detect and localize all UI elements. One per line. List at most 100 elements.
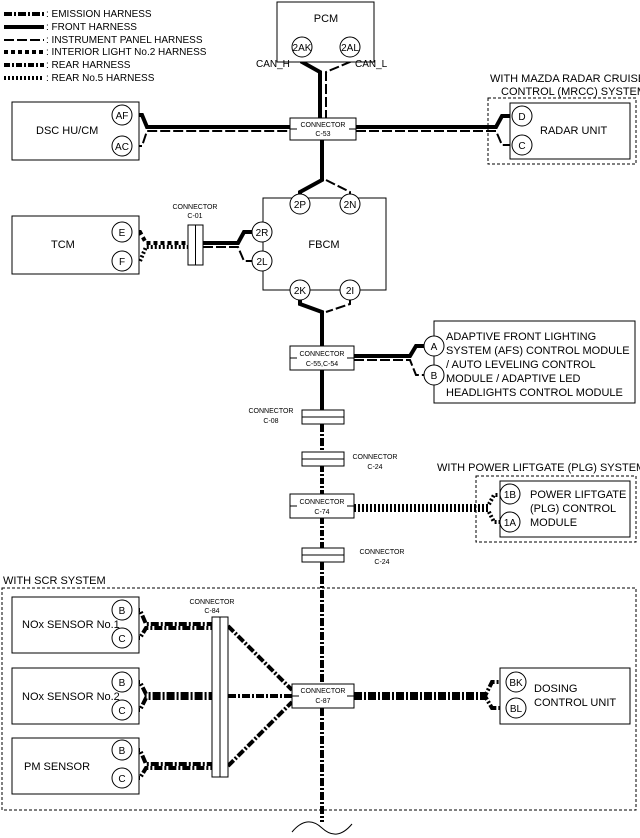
dsc-module: DSC HU/CM AF AC — [11, 101, 290, 161]
scr-group-frame — [1, 587, 637, 811]
wire-dcu-h — [354, 680, 500, 696]
wire-nox1-h — [132, 608, 212, 626]
wire-c01-fbcm-h — [203, 230, 252, 245]
legend: : EMISSION HARNESS : FRONT HARNESS : INS… — [4, 9, 207, 84]
tcm-pin-l-label: F — [119, 257, 125, 268]
wire-radar-l — [356, 130, 510, 146]
connector-c01-word: CONNECTOR — [173, 204, 218, 211]
wire-fbcm-c55-h — [298, 296, 324, 346]
wire-pm-l — [132, 766, 212, 780]
nox2-pin-h — [111, 671, 133, 693]
fbcm-module: FBCM 2P 2N 2R 2L 2K 2I — [251, 193, 387, 301]
pcm-pin-l — [339, 36, 361, 58]
pm-pin-h — [111, 739, 133, 761]
wire-plg-l — [354, 508, 500, 524]
connector-c74-id: C-74 — [314, 509, 329, 516]
dsc-label: DSC HU/CM — [36, 125, 98, 137]
plg-pin-l — [499, 511, 521, 533]
wire-nox1-l — [132, 626, 212, 640]
wire-nox2-h — [132, 680, 212, 696]
wire-afs-h — [354, 344, 424, 358]
connector-c24b-word: CONNECTOR — [360, 549, 405, 556]
pcm-module: PCM 2AK 2AL CAN_H CAN_L — [256, 1, 388, 70]
nox1-pin-l — [111, 627, 133, 649]
connector-c08-word: CONNECTOR — [249, 408, 294, 415]
nox2-pin-l — [111, 699, 133, 721]
fbcm-pin-bot-h-label: 2K — [294, 286, 307, 297]
connector-c24a: CONNECTOR C-24 — [301, 451, 398, 471]
connector-c84-word: CONNECTOR — [190, 599, 235, 606]
connector-c84-id: C-84 — [204, 608, 219, 615]
radar-module: WITH MAZDA RADAR CRUISE CONTROL (MRCC) S… — [356, 73, 640, 165]
pcm-pin-l-label: 2AL — [341, 43, 359, 54]
wire-c84-c87-nox1 — [226, 624, 294, 692]
pcm-label: PCM — [314, 13, 338, 25]
connector-c24a-word: CONNECTOR — [353, 454, 398, 461]
afs-box — [433, 320, 636, 404]
plg-label-2: (PLG) CONTROL — [530, 503, 616, 515]
radar-pin-l-label: C — [518, 141, 525, 152]
plg-label-1: POWER LIFTGATE — [530, 489, 626, 501]
tcm-pin-h-label: E — [119, 228, 126, 239]
fbcm-pin-left-h-label: 2R — [256, 228, 269, 239]
nox1-pin-h — [111, 599, 133, 621]
plg-group-title: WITH POWER LIFTGATE (PLG) SYSTEM — [437, 462, 640, 474]
connector-c87-word: CONNECTOR — [301, 688, 346, 695]
connector-c87-box — [291, 683, 355, 709]
connector-c74-word: CONNECTOR — [300, 499, 345, 506]
dsc-pin-h-label: AF — [116, 111, 129, 122]
afs-pin-h — [423, 335, 445, 357]
plg-module: WITH POWER LIFTGATE (PLG) SYSTEM POWER L… — [354, 462, 640, 543]
dcu-label-1: DOSING — [534, 683, 577, 695]
dsc-pin-l-label: AC — [115, 142, 129, 153]
connector-c55-id: C-55,C-54 — [306, 361, 338, 368]
plg-pin-h — [499, 483, 521, 505]
can-l-label: CAN_L — [355, 59, 388, 70]
fbcm-label: FBCM — [308, 239, 339, 251]
connector-c08-id: C-08 — [263, 418, 278, 425]
fbcm-pin-bot-l — [339, 279, 361, 301]
afs-label-1: ADAPTIVE FRONT LIGHTING — [446, 331, 596, 343]
fbcm-pin-top-h — [289, 193, 311, 215]
radar-pin-h-label: D — [518, 112, 525, 123]
wire-nox2-l — [132, 696, 212, 712]
nox1-label: NOx SENSOR No.1 — [22, 619, 120, 631]
dsc-pin-h — [111, 104, 133, 126]
fbcm-pin-bot-l-label: 2I — [346, 286, 354, 297]
legend-label-rear: : REAR HARNESS — [46, 60, 131, 71]
legend-label-front: : FRONT HARNESS — [46, 22, 137, 33]
fbcm-pin-left-h — [251, 221, 273, 243]
connector-c53-id: C-53 — [315, 131, 330, 138]
afs-label-2: SYSTEM (AFS) CONTROL MODULE — [446, 345, 630, 357]
connector-c24b-id: C-24 — [374, 559, 389, 566]
scr-group-title: WITH SCR SYSTEM — [3, 575, 106, 587]
plg-box — [499, 480, 631, 538]
plg-label-3: MODULE — [530, 517, 577, 529]
connector-c24b: CONNECTOR C-24 — [301, 547, 405, 566]
legend-label-rear5: : REAR No.5 HARNESS — [46, 73, 155, 84]
legend-label-interior: : INTERIOR LIGHT No.2 HARNESS — [46, 47, 207, 58]
afs-pin-h-label: A — [431, 342, 438, 353]
wire-plg-h — [354, 493, 500, 508]
connector-c55: CONNECTOR C-55,C-54 — [289, 345, 355, 371]
connector-c01-id: C-01 — [187, 213, 202, 220]
dcu-pin-h — [505, 671, 527, 693]
nox2-pin-l-label: C — [118, 706, 125, 717]
fbcm-box — [262, 197, 387, 291]
fbcm-pin-top-l-label: 2N — [344, 200, 357, 211]
wire-tcm-h — [132, 230, 188, 245]
connector-c24a-id: C-24 — [367, 464, 382, 471]
wire-c53-fbcm-h — [298, 140, 324, 198]
connector-c74: CONNECTOR C-74 — [289, 493, 355, 519]
tcm-label: TCM — [51, 239, 75, 251]
mrcc-group-frame — [487, 97, 637, 165]
connector-c55-word: CONNECTOR — [300, 351, 345, 358]
can-h-label: CAN_H — [256, 59, 290, 70]
connector-c87-id: C-87 — [315, 698, 330, 705]
wire-radar-h — [356, 114, 510, 129]
wire-dsc-l — [132, 130, 290, 147]
wire-c84-c87-pm — [226, 700, 294, 768]
pm-pin-l — [111, 767, 133, 789]
connector-c01: CONNECTOR C-01 — [173, 204, 218, 266]
wire-break-symbol — [291, 821, 353, 835]
